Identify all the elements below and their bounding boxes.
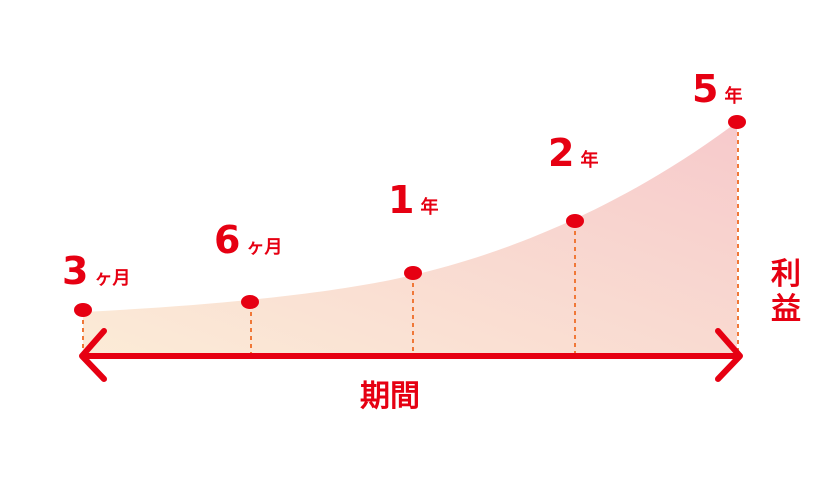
period-axis-arrow <box>79 328 743 382</box>
profit-area <box>83 122 737 356</box>
label-unit: 年 <box>420 197 439 218</box>
label-unit: ヶ月 <box>246 237 283 258</box>
label-number: 5 <box>692 67 719 111</box>
point-1-year <box>404 266 422 280</box>
y-axis-title-char-1: 利 <box>771 257 801 292</box>
y-axis-title-char-2: 益 <box>771 291 801 327</box>
label-unit: 年 <box>580 150 599 171</box>
x-axis-title: 期間 <box>360 379 420 414</box>
dotted-guides <box>82 124 739 354</box>
label-number: 1 <box>388 178 415 222</box>
point-5-years <box>728 115 746 129</box>
point-6-months <box>241 295 259 309</box>
point-3-months <box>74 303 92 317</box>
label-number: 6 <box>214 218 241 262</box>
label-number: 3 <box>62 249 89 293</box>
label-number: 2 <box>548 131 575 175</box>
data-points <box>74 115 746 317</box>
point-2-years <box>566 214 584 228</box>
label-unit: 年 <box>724 86 743 107</box>
label-unit: ヶ月 <box>94 268 131 289</box>
y-axis-title: 利 益 <box>768 257 804 327</box>
